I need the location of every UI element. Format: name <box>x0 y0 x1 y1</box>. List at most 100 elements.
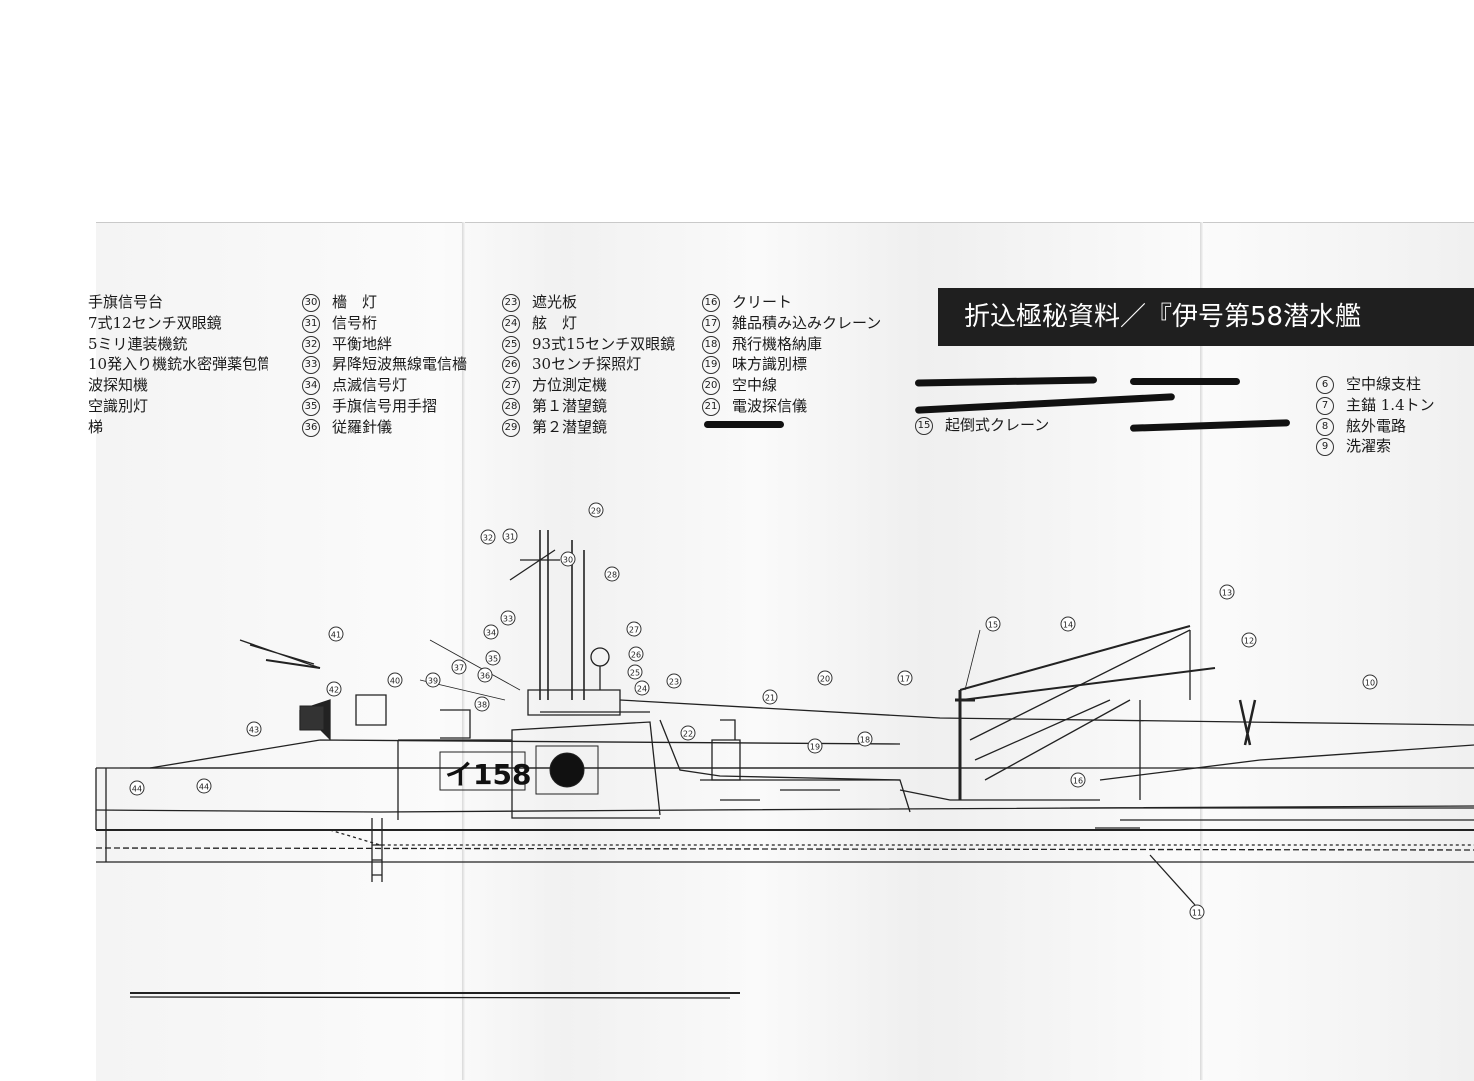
fold-line <box>462 222 465 1080</box>
legend-item: 7 主錨 1.4トン <box>1316 395 1435 416</box>
callout-marker <box>588 502 604 518</box>
callout-marker <box>451 659 467 675</box>
legend-item-label: 雑品積み込みクレーン <box>732 313 882 332</box>
callout-marker <box>477 667 493 683</box>
legend-item-label: 舷外電路 <box>1346 416 1407 435</box>
redaction-scribble <box>1130 378 1240 385</box>
legend-item-number: 8 <box>1316 417 1334 436</box>
callout-marker <box>807 738 823 754</box>
legend-item-label: 味方識別標 <box>732 355 808 374</box>
callout-marker <box>326 681 342 697</box>
legend-item: 23 遮光板 <box>502 292 675 313</box>
legend-item: 33 昇降短波無線電信檣 <box>302 354 467 375</box>
callout-marker <box>897 670 913 686</box>
legend-item: 30 檣 灯 <box>302 292 467 313</box>
legend-item: 18 飛行機格納庫 <box>702 334 881 355</box>
legend-item-number: 23 <box>502 294 520 312</box>
callout-marker <box>817 670 833 686</box>
legend-item-number: 19 <box>702 356 720 375</box>
callout-label: 44 <box>132 785 142 794</box>
callout-label: 17 <box>900 675 910 684</box>
callout-marker <box>680 725 696 741</box>
legend-item: 7式12センチ双眼鏡 <box>88 313 268 334</box>
callout-marker <box>502 528 518 544</box>
legend-item-number: 28 <box>502 397 520 416</box>
legend-item-number: 21 <box>702 397 720 416</box>
callout-label: 34 <box>486 629 496 638</box>
callout-label: 29 <box>591 507 601 516</box>
callout-label: 39 <box>428 677 438 686</box>
legend-item-label: 波探知機 <box>88 376 149 395</box>
legend-item-number: 33 <box>302 356 320 375</box>
legend-item-label: 5ミリ連装機銃 <box>88 334 188 353</box>
callout-marker <box>857 731 873 747</box>
legend-item-label: 信号桁 <box>332 313 378 332</box>
callout-label: 35 <box>488 655 498 664</box>
legend-item-label: 梯 <box>88 417 104 436</box>
callout-label: 37 <box>454 664 464 673</box>
callout-label: 33 <box>503 615 513 624</box>
callout-marker <box>627 664 643 680</box>
legend-item-label: 昇降短波無線電信檣 <box>332 355 468 374</box>
legend-item-number: 30 <box>302 294 320 312</box>
legend-item-label: 従羅針儀 <box>332 417 393 436</box>
legend-item-label: 主錨 1.4トン <box>1346 395 1435 414</box>
legend-item-label: 空中線支柱 <box>1346 375 1422 393</box>
callout-marker <box>628 646 644 662</box>
callout-label: 22 <box>683 730 693 739</box>
callout-label: 40 <box>390 677 400 686</box>
callout-label: 21 <box>765 694 775 703</box>
callout-label: 26 <box>631 651 641 660</box>
legend-item-number: 34 <box>302 377 320 396</box>
legend-item-number: 29 <box>502 418 520 437</box>
legend-item-label: 飛行機格納庫 <box>732 334 823 353</box>
callout-label: 32 <box>483 534 493 543</box>
callout-label: 28 <box>607 571 617 580</box>
callout-marker <box>483 624 499 640</box>
legend-item-number: 27 <box>502 377 520 396</box>
callout-label: 16 <box>1073 777 1083 786</box>
callout-label: 38 <box>477 701 487 710</box>
callout-marker <box>328 626 344 642</box>
callout-marker <box>246 721 262 737</box>
legend-item-label: 洗濯索 <box>1346 437 1392 456</box>
legend-item: 8 舷外電路 <box>1316 416 1435 437</box>
callout-marker <box>1060 616 1076 632</box>
callout-marker <box>604 566 620 582</box>
legend-item-label: 電波探信儀 <box>732 396 808 415</box>
legend-item-number: 7 <box>1316 396 1334 415</box>
callout-marker <box>762 689 778 705</box>
callout-label: 23 <box>669 678 679 687</box>
callout-label: 20 <box>820 675 830 684</box>
redaction-scribble <box>704 421 784 428</box>
legend-item-number: 9 <box>1316 438 1334 457</box>
legend-item: 手旗信号台 <box>88 292 268 313</box>
diagram-sheet <box>96 222 1474 1081</box>
legend-item-label: 第１潜望鏡 <box>532 396 608 415</box>
legend-item-number: 35 <box>302 397 320 416</box>
callout-label: 13 <box>1222 589 1232 598</box>
legend-item-label: 舷 灯 <box>532 313 578 332</box>
legend-item-label: 遮光板 <box>532 293 578 311</box>
legend-item-number: 18 <box>702 335 720 354</box>
callout-label: 31 <box>505 533 515 542</box>
callout-marker <box>474 696 490 712</box>
hull-number-label: イ158 <box>445 758 531 791</box>
legend-item-label: 93式15センチ双眼鏡 <box>532 334 676 353</box>
callout-marker <box>1219 584 1235 600</box>
legend-item-label: 空中線 <box>732 376 778 395</box>
legend-item-label: 檣 灯 <box>332 293 378 311</box>
callout-label: 44 <box>199 783 209 792</box>
callout-label: 36 <box>480 672 490 681</box>
